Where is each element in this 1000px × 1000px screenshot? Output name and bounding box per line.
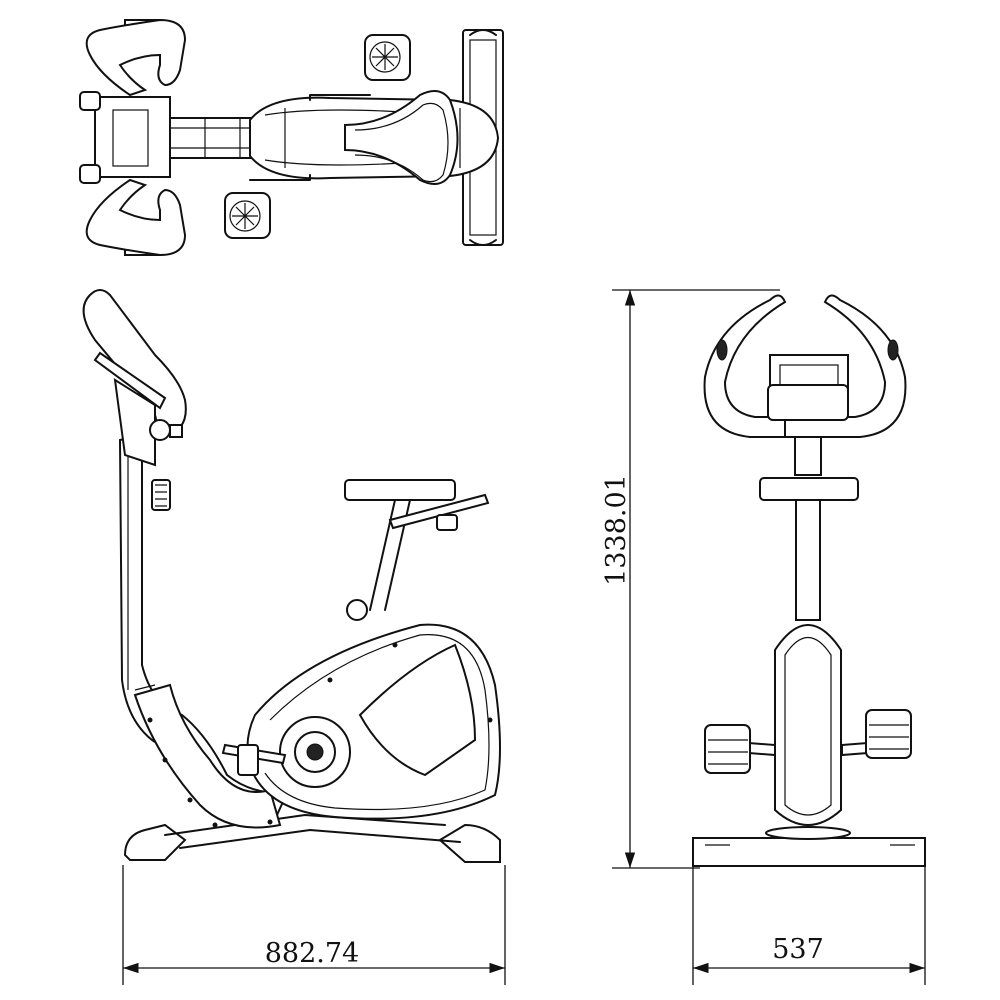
front-view <box>692 294 926 867</box>
dimension-width: 537 <box>692 865 926 985</box>
width-label: 537 <box>772 934 824 965</box>
side-view <box>82 289 501 863</box>
height-label: 1338.01 <box>601 474 632 586</box>
dimension-length: 882.74 <box>122 865 506 985</box>
length-label: 882.74 <box>265 938 359 969</box>
top-view <box>79 18 504 257</box>
dimension-height: 1338.01 <box>601 289 780 869</box>
